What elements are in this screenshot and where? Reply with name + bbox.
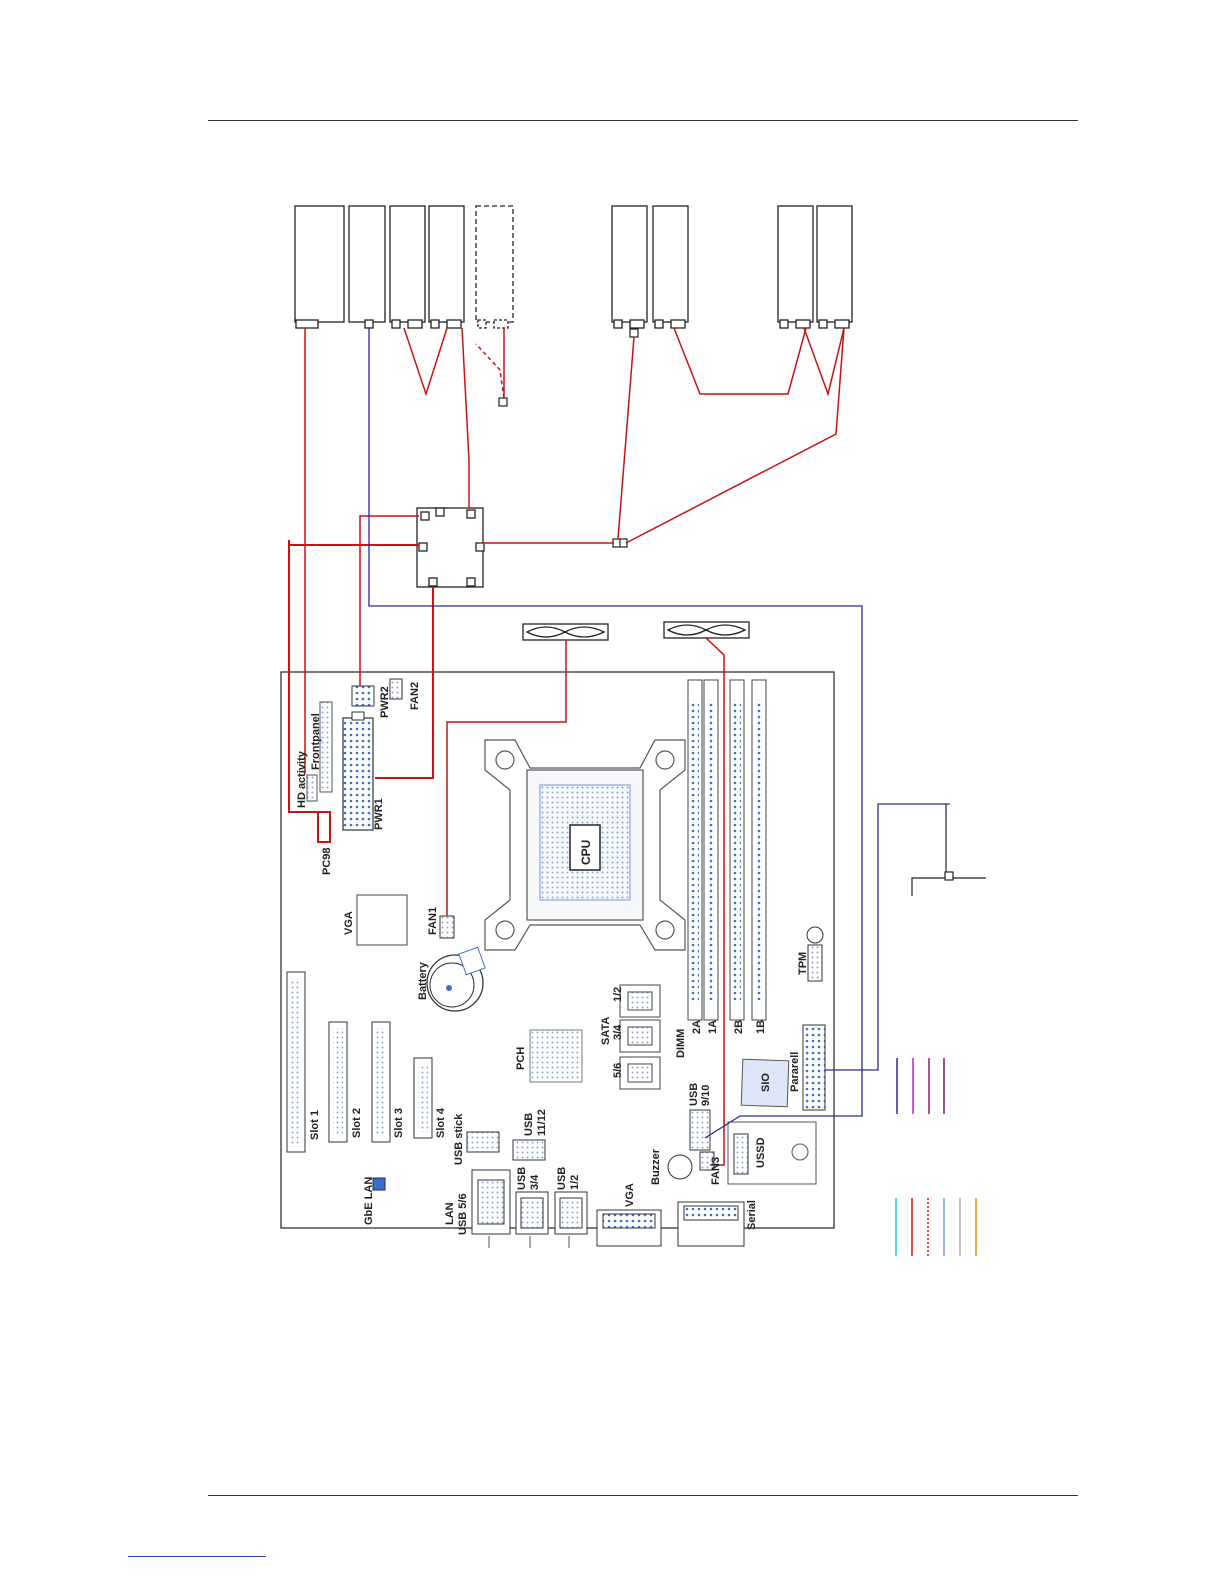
label-sio: SIO	[760, 1073, 772, 1092]
tpm-connector	[808, 945, 822, 981]
sata-connectors	[620, 985, 660, 1089]
label-hd-activity: HD activity	[296, 750, 308, 808]
drive-bay-8	[778, 206, 813, 322]
vga-chip	[357, 895, 407, 945]
fan1-connector	[440, 916, 454, 938]
label-battery: Battery	[417, 961, 429, 1000]
label-cpu: CPU	[579, 840, 593, 865]
label-parallel: Pararell	[789, 1052, 801, 1092]
label-vga-port: VGA	[624, 1183, 636, 1207]
pwr2-connector	[352, 686, 374, 706]
label-tpm: TPM	[797, 952, 809, 975]
fan2-connector	[390, 679, 402, 699]
label-usb-1112-b: 11/12	[536, 1109, 548, 1136]
drive-bay-7	[653, 206, 688, 322]
label-fan2: FAN2	[409, 682, 421, 710]
drive-bay-1	[295, 206, 344, 322]
label-fan3: FAN3	[710, 1157, 722, 1185]
fans	[523, 622, 749, 640]
label-usb-12-a: USB	[556, 1167, 568, 1190]
label-sata-12: 1/2	[612, 987, 624, 1002]
label-gbe-lan: GbE LAN	[363, 1177, 375, 1225]
label-dimm-1a: 1A	[707, 1020, 719, 1034]
label-usb-1112-a: USB	[523, 1113, 535, 1136]
label-fan1: FAN1	[427, 907, 439, 935]
label-sata-56: 5/6	[612, 1063, 624, 1078]
hd-activity-connector	[307, 775, 317, 801]
label-usb-34-b: 3/4	[529, 1174, 541, 1190]
pc98-connector	[318, 812, 330, 842]
drive-bay-2	[349, 206, 385, 322]
buzzer	[668, 1155, 692, 1179]
label-frontpanel: Frontpanel	[310, 713, 322, 770]
pwr1-connector	[343, 718, 373, 830]
label-lan: LAN	[444, 1202, 456, 1225]
drive-bay-3	[390, 206, 425, 322]
label-slot4: Slot 4	[435, 1107, 447, 1138]
label-pwr2: PWR2	[379, 686, 391, 718]
usb-stick-header	[467, 1132, 499, 1152]
drive-bay-6	[612, 206, 647, 322]
drive-bay-5-optional	[476, 206, 513, 322]
label-sata-34: 3/4	[612, 1024, 624, 1040]
label-slot2: Slot 2	[351, 1108, 363, 1138]
label-vga-chip: VGA	[343, 911, 355, 935]
drive-bay-4	[429, 206, 464, 322]
label-ussd: USSD	[755, 1137, 767, 1168]
label-usb-56: USB 5/6	[457, 1193, 469, 1235]
label-pch: PCH	[515, 1047, 527, 1070]
label-serial: Serial	[746, 1200, 758, 1230]
label-dimm: DIMM	[675, 1029, 687, 1058]
label-buzzer: Buzzer	[650, 1148, 662, 1185]
label-usb-stick: USB stick	[453, 1113, 465, 1165]
label-pc98: PC98	[321, 847, 333, 875]
cable-color-legend	[896, 1058, 976, 1256]
label-usb-910-b: 9/10	[700, 1085, 712, 1106]
usb-1112-header	[513, 1140, 545, 1160]
pch-chip	[530, 1030, 582, 1082]
label-usb-34-a: USB	[516, 1167, 528, 1190]
power-supply	[417, 508, 484, 587]
parallel-connector	[803, 1025, 825, 1110]
label-dimm-2a: 2A	[691, 1020, 703, 1034]
drive-bays	[295, 206, 852, 328]
label-slot3: Slot 3	[393, 1108, 405, 1138]
label-pwr1: PWR1	[373, 798, 385, 830]
drive-bay-9	[817, 206, 852, 322]
usb-910-header	[690, 1110, 710, 1150]
label-usb-910-a: USB	[688, 1083, 700, 1106]
label-dimm-2b: 2B	[733, 1020, 745, 1034]
label-sata: SATA	[600, 1017, 612, 1045]
label-usb-12-b: 1/2	[569, 1175, 581, 1190]
label-slot1: Slot 1	[309, 1110, 321, 1140]
label-dimm-1b: 1B	[755, 1020, 767, 1034]
